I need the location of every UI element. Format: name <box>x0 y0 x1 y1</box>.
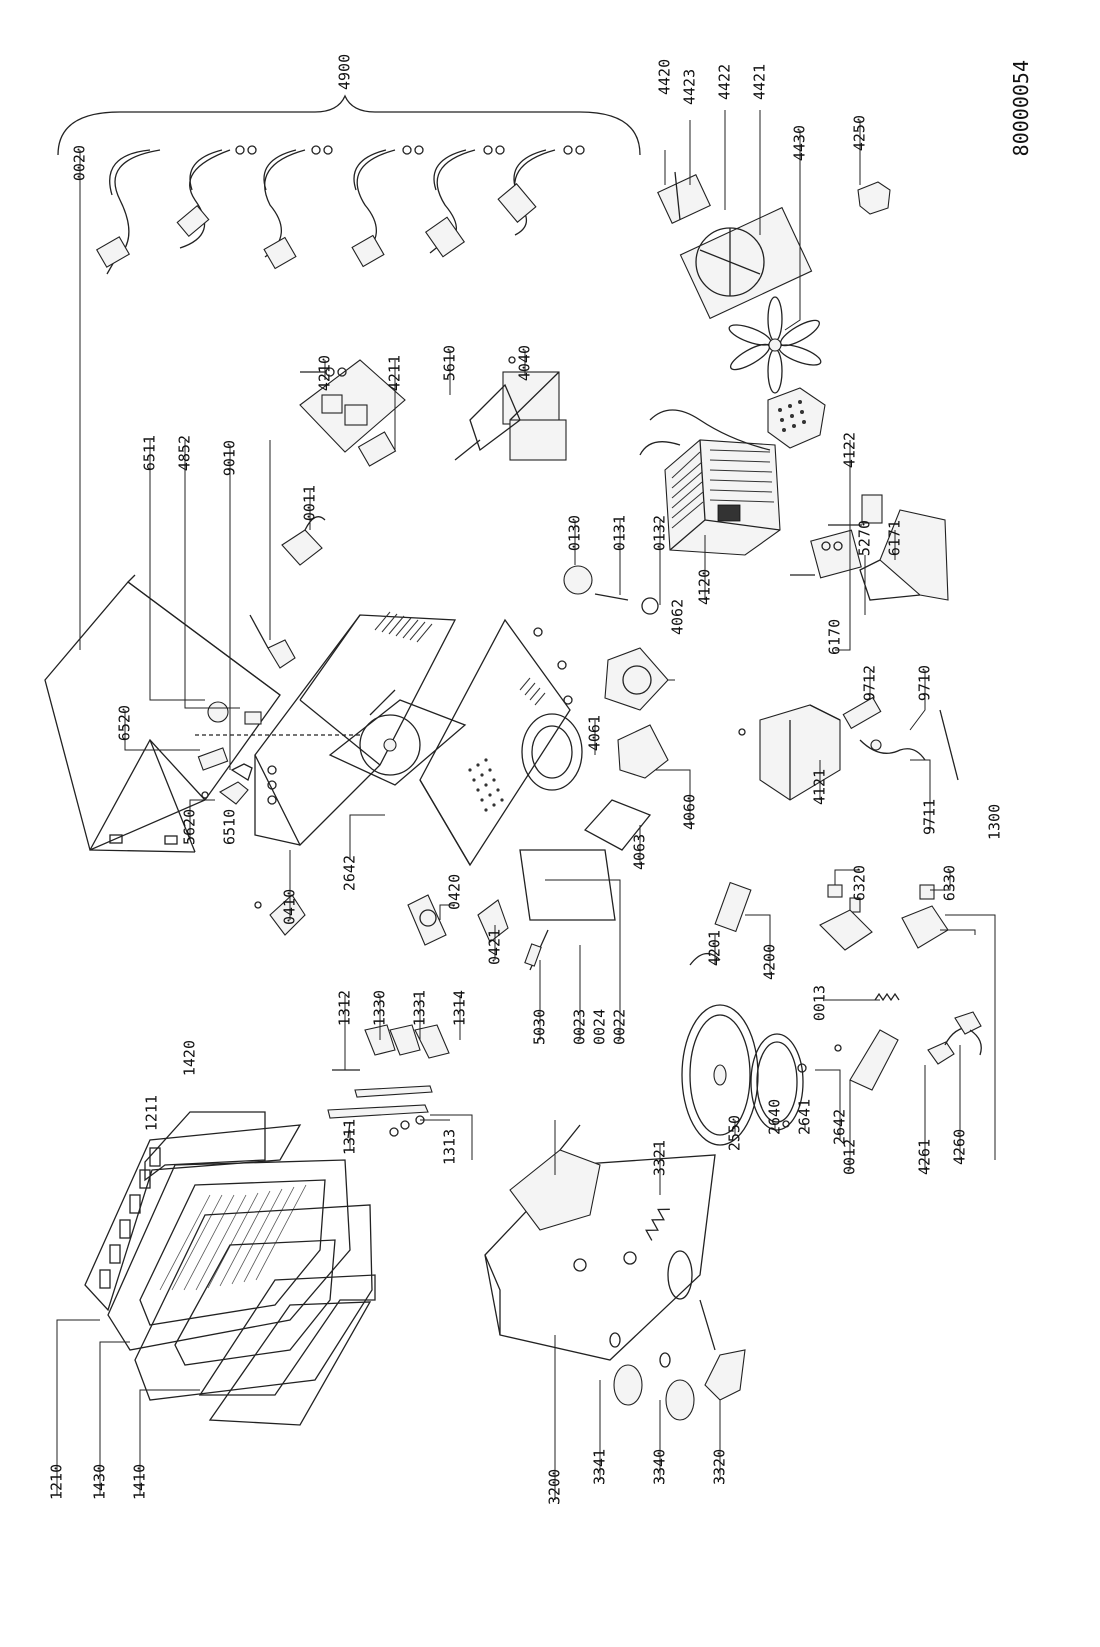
part-label-1312: 1312 <box>336 990 354 1026</box>
part-label-0020: 0020 <box>71 145 89 181</box>
part-label-4421: 4421 <box>751 64 769 100</box>
part-label-6171: 6171 <box>886 520 904 556</box>
part-label-3321: 3321 <box>651 1140 669 1176</box>
outer-cabinet-wrapper <box>44 574 281 853</box>
part-label-2642a: 2642 <box>341 855 359 891</box>
part-label-1313: 1313 <box>441 1129 459 1165</box>
part-label-4900: 4900 <box>336 54 354 90</box>
part-label-0011: 0011 <box>301 485 319 521</box>
part-label-4420: 4420 <box>656 59 674 95</box>
part-labels: 80000054 4900 0020 6511 4852 9010 0011 6520 562… <box>48 54 1034 1505</box>
part-label-1420: 1420 <box>181 1040 199 1076</box>
turntable <box>681 1004 807 1146</box>
part-label-2641: 2641 <box>796 1099 814 1135</box>
part-label-1410: 1410 <box>131 1464 149 1500</box>
part-label-0012: 0012 <box>841 1139 859 1175</box>
part-label-6520: 6520 <box>116 705 134 741</box>
part-label-1314: 1314 <box>451 990 469 1026</box>
part-label-2640: 2640 <box>766 1099 784 1135</box>
part-label-4060: 4060 <box>681 794 699 830</box>
part-label-0130: 0130 <box>566 515 584 551</box>
circuit-board <box>299 359 406 467</box>
part-label-9710: 9710 <box>916 665 934 701</box>
part-label-6511: 6511 <box>141 435 159 471</box>
part-label-4061: 4061 <box>586 715 604 751</box>
part-drawings <box>44 94 982 1426</box>
part-label-6170: 6170 <box>826 619 844 655</box>
relay-bracket <box>790 494 949 601</box>
part-label-2642b: 2642 <box>831 1109 849 1145</box>
magnetron <box>454 356 567 461</box>
part-label-1300: 1300 <box>986 804 1004 840</box>
door-assembly <box>84 1111 376 1426</box>
part-label-4121: 4121 <box>811 769 829 805</box>
part-label-6510: 6510 <box>221 809 239 845</box>
power-cord-set <box>95 145 585 275</box>
part-label-3200: 3200 <box>546 1469 564 1505</box>
oven-cavity-frame <box>254 611 467 847</box>
part-label-4211: 4211 <box>386 355 404 391</box>
part-label-1430: 1430 <box>91 1464 109 1500</box>
part-label-0421: 0421 <box>486 929 504 965</box>
part-label-4422: 4422 <box>716 64 734 100</box>
part-label-0132: 0132 <box>651 515 669 551</box>
leader-lines <box>56 110 996 1500</box>
part-label-3341: 3341 <box>591 1449 609 1485</box>
transformer <box>639 409 781 556</box>
drawing-number: 80000054 <box>1009 60 1033 156</box>
part-label-4250: 4250 <box>851 115 869 151</box>
part-label-4120: 4120 <box>696 569 714 605</box>
part-label-4261: 4261 <box>916 1139 934 1175</box>
control-panel <box>484 1124 746 1421</box>
part-label-4063: 4063 <box>631 834 649 870</box>
part-label-4423: 4423 <box>681 69 699 105</box>
part-label-0131: 0131 <box>611 515 629 551</box>
part-label-4260: 4260 <box>951 1129 969 1165</box>
part-label-4200: 4200 <box>761 944 779 980</box>
part-label-2550: 2550 <box>726 1115 744 1151</box>
part-label-9712: 9712 <box>861 665 879 701</box>
part-label-5610: 5610 <box>441 345 459 381</box>
part-label-5030: 5030 <box>531 1009 549 1045</box>
part-label-0022: 0022 <box>611 1009 629 1045</box>
part-label-4201: 4201 <box>706 930 724 966</box>
part-label-4210: 4210 <box>316 355 334 391</box>
part-label-1211: 1211 <box>143 1095 161 1131</box>
part-label-0410: 0410 <box>281 889 299 925</box>
part-label-6330: 6330 <box>941 865 959 901</box>
part-label-0013: 0013 <box>811 985 829 1021</box>
part-label-1311: 1311 <box>341 1119 359 1155</box>
part-label-1330: 1330 <box>371 990 389 1026</box>
part-label-4430: 4430 <box>791 125 809 161</box>
part-label-0024: 0024 <box>591 1009 609 1045</box>
part-label-1331: 1331 <box>411 990 429 1026</box>
part-label-9711: 9711 <box>921 799 939 835</box>
part-label-4852: 4852 <box>176 435 194 471</box>
fan-motor <box>657 171 822 394</box>
part-label-0420: 0420 <box>446 874 464 910</box>
part-label-4062: 4062 <box>669 599 687 635</box>
cavity-panel <box>419 618 573 867</box>
part-label-3340: 3340 <box>651 1449 669 1485</box>
part-label-5620: 5620 <box>181 809 199 845</box>
part-label-4040: 4040 <box>516 345 534 381</box>
part-label-9010: 9010 <box>221 440 239 476</box>
part-label-3320: 3320 <box>711 1449 729 1485</box>
part-label-5270: 5270 <box>856 520 874 556</box>
part-label-6320: 6320 <box>851 865 869 901</box>
part-label-4122: 4122 <box>841 432 859 468</box>
part-label-1210: 1210 <box>48 1464 66 1500</box>
part-label-0023: 0023 <box>571 1009 589 1045</box>
diode-block <box>767 387 826 449</box>
